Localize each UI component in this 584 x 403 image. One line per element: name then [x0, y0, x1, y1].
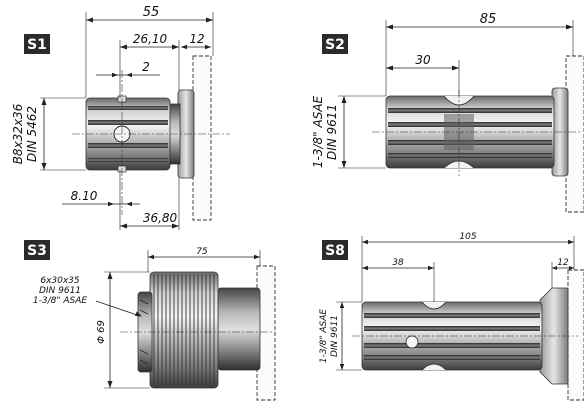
- s1-dim-arrows: [112, 72, 132, 78]
- s2-spec: 1-3/8" ASAE DIN 9611: [311, 95, 339, 168]
- s1-tag-background: [24, 34, 50, 54]
- s1-dim-total: 55: [143, 5, 160, 20]
- s3-tag-label: S3: [27, 243, 47, 259]
- s8-spline-groove: [364, 343, 540, 348]
- s3-diameter-label-wrap: Φ 69: [96, 320, 107, 344]
- s8-ring-groove-top: [421, 301, 447, 310]
- s2-tag-background: [322, 34, 348, 54]
- s1-mounting-plate: [192, 55, 212, 221]
- s2-tag: S2: [322, 34, 348, 54]
- s2-mounting-plate: [565, 55, 584, 213]
- s2-group: S2 85 30 1-3/8" ASAE DIN 9611: [311, 12, 584, 213]
- s1-tag: S1: [24, 34, 50, 54]
- s1-dim-mid: 26,10: [133, 32, 168, 46]
- s2-spline-groove: [388, 108, 552, 113]
- s3-tag-background: [24, 240, 50, 260]
- s8-spline-groove: [364, 355, 540, 360]
- s2-dim-total: 85: [480, 12, 497, 27]
- s8-tag-label: S8: [325, 243, 345, 259]
- s3-spec-line1: 6x30x35: [40, 276, 80, 286]
- s3-leader-line: [95, 300, 141, 317]
- s1-dim-arrows: [108, 201, 132, 207]
- s3-threaded-collar: [149, 271, 219, 389]
- s3-dim-diameter: Φ 69: [96, 320, 107, 344]
- s1-group: S1 55 2: [11, 5, 230, 230]
- s1-spec-line1: B8x32x36: [11, 103, 25, 164]
- s8-dim-groove: 38: [392, 258, 404, 268]
- s3-spec: 6x30x35 DIN 9611 1-3/8" ASAE: [33, 276, 87, 306]
- s8-dim-arrows: [552, 266, 574, 270]
- s3-thread-rings: [153, 274, 215, 386]
- s1-dim-small: 2: [142, 60, 150, 74]
- s8-spline-groove: [364, 313, 540, 318]
- s8-spec-line1: 1-3/8" ASAE: [319, 309, 329, 363]
- s8-spec: 1-3/8" ASAE DIN 9611: [319, 309, 340, 363]
- s3-tag: S3: [24, 240, 50, 260]
- s1-dim-arrows: [120, 223, 179, 229]
- s1-dim-left: 8.10: [71, 189, 98, 203]
- s8-ring-groove-bottom: [421, 363, 447, 371]
- s1-spline-groove: [88, 120, 168, 125]
- s1-dim-arrows: [181, 44, 211, 50]
- s2-dim-groove: 30: [415, 53, 431, 67]
- s8-dim-end: 12: [557, 258, 569, 268]
- s8-tag: S8: [322, 240, 348, 260]
- s2-tag-label: S2: [325, 37, 345, 53]
- s2-spec-line2: DIN 9611: [325, 104, 339, 160]
- s2-spec-line1: 1-3/8" ASAE: [311, 95, 325, 168]
- s1-dim-arrows: [120, 44, 179, 50]
- s8-cross-hole: [405, 335, 419, 349]
- s8-mounting-plate: [567, 269, 584, 401]
- s1-dim-end: 12: [189, 32, 204, 46]
- s3-spline-teeth: [139, 299, 149, 365]
- s8-dim-total: 105: [459, 232, 476, 242]
- s1-spec-line2: DIN 5462: [25, 106, 39, 162]
- s1-tag-label: S1: [27, 37, 47, 53]
- s8-spec-line2: DIN 9611: [330, 315, 340, 357]
- s1-spline-groove: [88, 106, 168, 110]
- s1-spec: B8x32x36 DIN 5462: [11, 103, 39, 164]
- s8-tag-background: [322, 240, 348, 260]
- s3-dim-total: 75: [196, 247, 208, 257]
- s3-spec-line3: 1-3/8" ASAE: [33, 296, 87, 306]
- s8-group: S8 105 38 12 1-3/8" ASAE DIN 9611: [319, 232, 584, 401]
- s1-spline-groove: [88, 143, 168, 148]
- s3-spec-line2: DIN 9611: [39, 286, 81, 296]
- s3-leader-arrow: [135, 311, 142, 317]
- s3-group: S3 75 Φ 69 6x30x35 DIN 9611 1-3/8" ASAE: [24, 240, 276, 401]
- s8-spline-groove: [364, 326, 540, 331]
- s1-dim-bottom: 36,80: [143, 211, 178, 225]
- s1-spline-groove: [88, 158, 168, 162]
- s2-spline-groove: [388, 153, 552, 158]
- s3-hub: [217, 287, 261, 371]
